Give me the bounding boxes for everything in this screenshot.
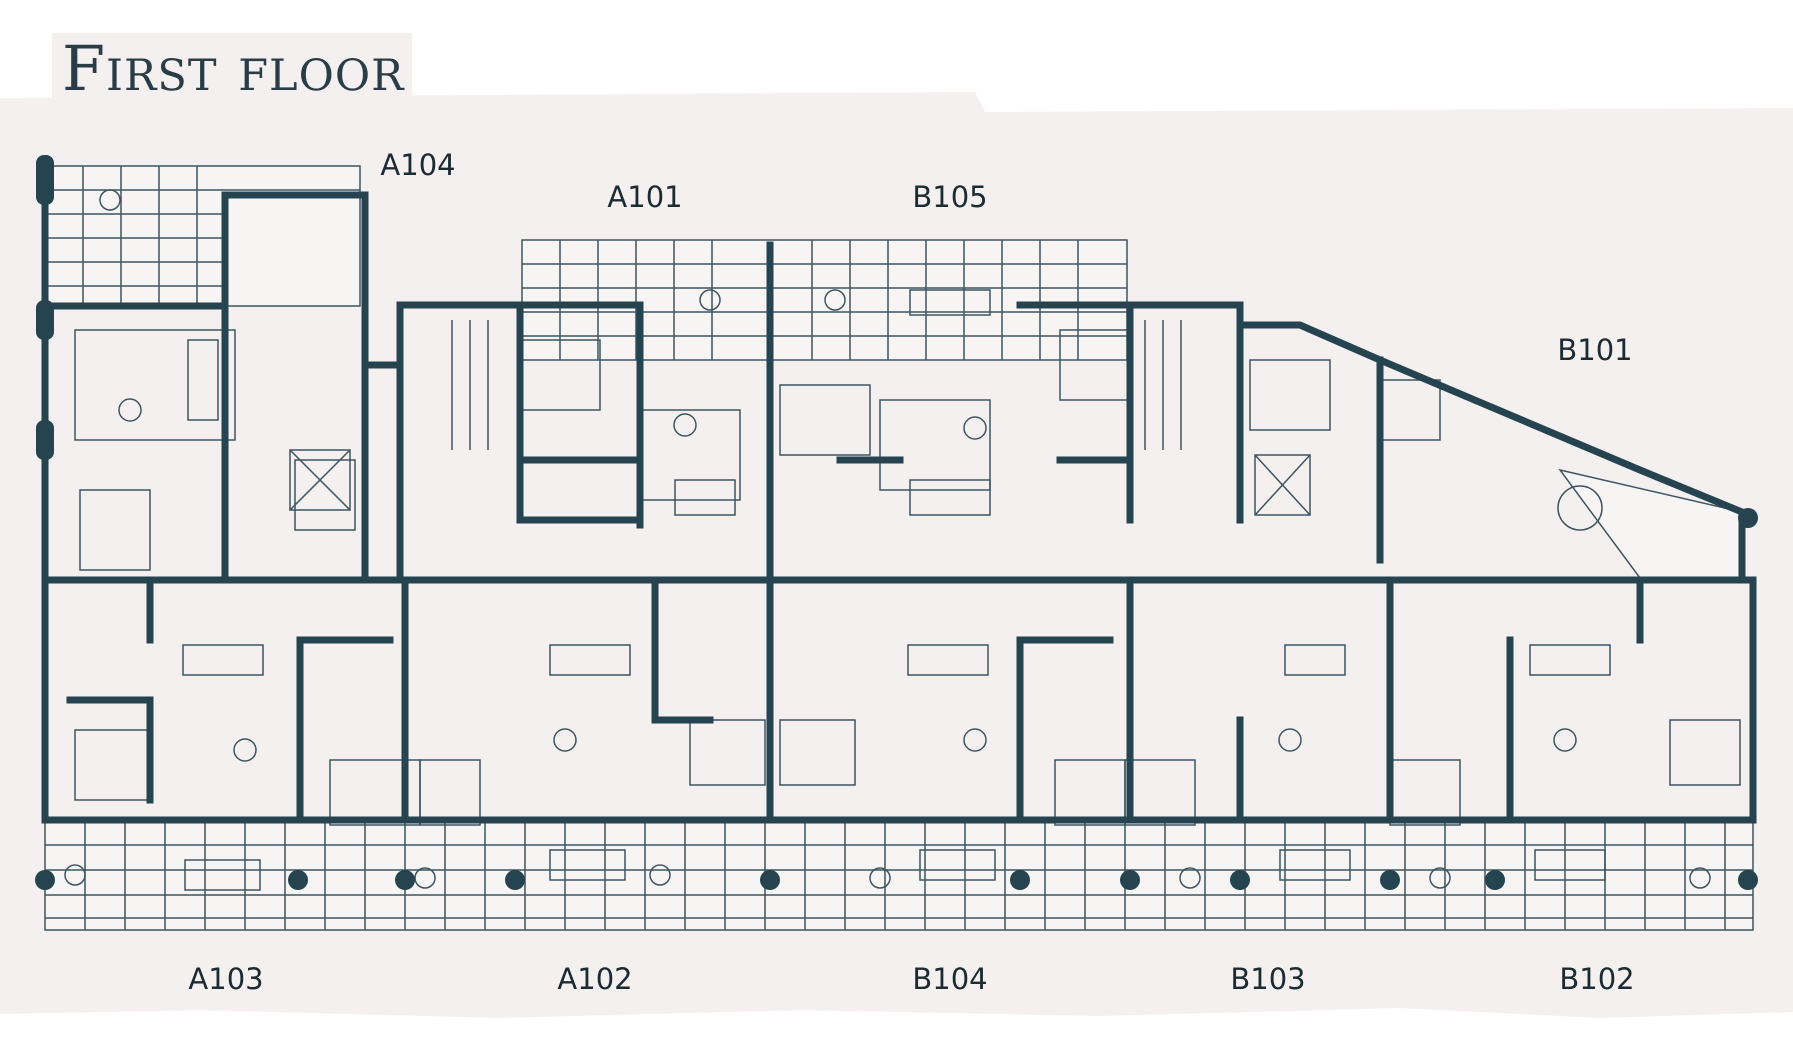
structural-columns bbox=[35, 155, 1758, 890]
page-title: First floor bbox=[52, 33, 412, 105]
unit-label-b101[interactable]: B101 bbox=[1557, 333, 1633, 367]
unit-label-a104[interactable]: A104 bbox=[380, 148, 456, 182]
unit-label-a103[interactable]: A103 bbox=[188, 962, 264, 996]
structural-walls bbox=[41, 156, 1757, 824]
paper-background bbox=[0, 92, 1793, 1018]
unit-label-b102[interactable]: B102 bbox=[1559, 962, 1635, 996]
unit-label-b104[interactable]: B104 bbox=[912, 962, 988, 996]
unit-label-a102[interactable]: A102 bbox=[557, 962, 633, 996]
upper-terraces bbox=[44, 165, 1743, 579]
interior-room-lines bbox=[64, 189, 1741, 891]
unit-label-a101[interactable]: A101 bbox=[607, 180, 683, 214]
unit-label-b105[interactable]: B105 bbox=[912, 180, 988, 214]
unit-label-b103[interactable]: B103 bbox=[1230, 962, 1306, 996]
